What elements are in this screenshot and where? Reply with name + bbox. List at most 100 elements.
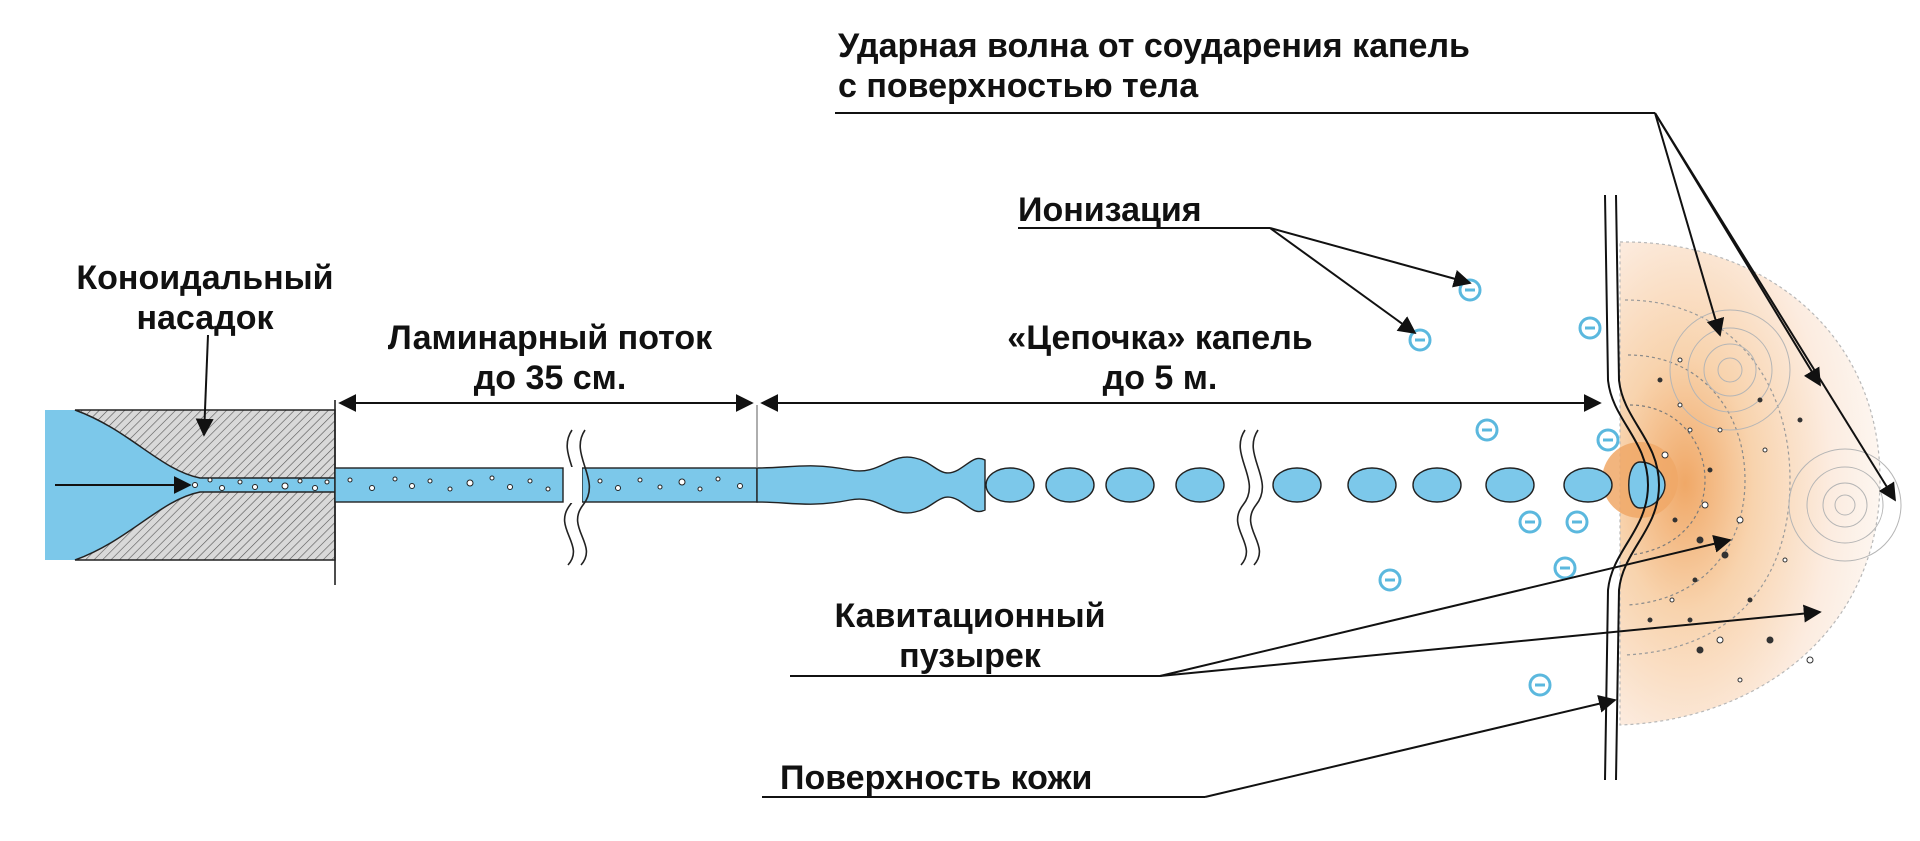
cavitation-bubble	[1716, 636, 1724, 644]
bubble	[267, 477, 273, 483]
cavitation-bubble	[1701, 501, 1709, 509]
cavitation-leader-1	[1159, 535, 1732, 677]
shock-wave-ring-3	[1624, 299, 1791, 656]
stream-bubbles	[192, 475, 743, 492]
bubble	[545, 486, 551, 492]
shockwave-label-line-2: с поверхностью тела	[838, 67, 1199, 105]
cavitation-bubbles-field	[1647, 357, 1814, 683]
bubble	[312, 485, 318, 491]
laminar-label-line-2: до 35 см.	[473, 359, 627, 397]
secondary-shock-lower	[1788, 448, 1902, 562]
secondary-shock-upper	[1669, 309, 1791, 431]
laminar-label-line-1: Ламинарный поток	[387, 319, 713, 357]
bubble	[252, 484, 258, 490]
cavitation-bubble	[1707, 467, 1713, 473]
ionization-label: Ионизация	[1018, 191, 1202, 229]
cavitation-bubble	[1717, 427, 1723, 433]
bubble	[207, 477, 213, 483]
bubble	[219, 485, 225, 491]
cavitation-label: Кавитационный пузырек	[790, 596, 1150, 676]
skin-surface-line-1	[1604, 194, 1650, 781]
cavitation-bubble	[1737, 677, 1743, 683]
bubble	[281, 482, 289, 490]
bubble	[192, 482, 198, 488]
bubble	[409, 483, 415, 489]
bubble	[615, 485, 621, 491]
droplet	[1347, 467, 1397, 503]
bubble	[657, 484, 663, 490]
laminar-break-gap	[566, 467, 582, 503]
skin-surface-line-2	[1615, 194, 1661, 781]
shock-wave-ring-1	[1629, 404, 1706, 556]
cavitation-bubble	[1766, 636, 1774, 644]
nozzle-leader	[195, 334, 214, 437]
cavitation-label-line-1: Кавитационный	[834, 597, 1106, 635]
cavitation-bubble	[1692, 577, 1698, 583]
bubble	[369, 485, 375, 491]
bubble	[297, 478, 303, 484]
bubble	[466, 479, 474, 487]
cavitation-bubble	[1672, 517, 1678, 523]
laminar-stream-2	[581, 467, 758, 503]
bubble	[237, 479, 243, 485]
droplet	[1045, 467, 1095, 503]
cavitation-bubble	[1762, 447, 1768, 453]
laminar-label: Ламинарный поток до 35 см.	[330, 318, 770, 398]
cavitation-bubble	[1669, 597, 1675, 603]
minus-circle-icon	[1475, 418, 1499, 442]
laminar-stream-1	[334, 467, 564, 503]
bubble	[427, 478, 433, 484]
bubble	[527, 478, 533, 484]
shock-wave-region	[1602, 241, 1902, 726]
bubble	[347, 477, 353, 483]
cavitation-bubble	[1687, 427, 1693, 433]
minus-circle-icon	[1596, 428, 1620, 452]
chain-label: «Цепочка» капель до 5 м.	[900, 318, 1420, 398]
cavitation-leader-2	[1159, 604, 1822, 677]
laminar-break-icon	[563, 429, 591, 566]
stream-necking	[756, 456, 986, 514]
cavitation-bubble	[1736, 516, 1744, 524]
bubble	[637, 477, 643, 483]
bubble	[507, 484, 513, 490]
droplet	[1105, 467, 1155, 503]
minus-circle-icon	[1553, 556, 1577, 580]
droplet	[1485, 467, 1535, 503]
bubble	[447, 486, 453, 492]
nozzle-label-line-1: Коноидальный	[76, 259, 334, 297]
ionization-leader-2	[1269, 227, 1417, 335]
shockwave-label-line-1: Ударная волна от соударения капель	[838, 27, 1470, 65]
bubble	[392, 476, 398, 482]
cavitation-bubble	[1757, 397, 1763, 403]
chain-label-line-2: до 5 м.	[1102, 359, 1218, 397]
droplet	[985, 467, 1035, 503]
cavitation-bubble	[1747, 597, 1753, 603]
cavitation-bubble	[1647, 617, 1653, 623]
bubble	[597, 478, 603, 484]
cavitation-bubble	[1661, 451, 1669, 459]
cavitation-bubble	[1696, 536, 1704, 544]
cavitation-bubble	[1687, 617, 1693, 623]
nozzle-label: Коноидальный насадок	[40, 258, 370, 338]
shockwave-leader-3	[1654, 112, 1896, 502]
cavitation-bubble	[1696, 646, 1704, 654]
ions-group	[1378, 278, 1620, 697]
cavitation-label-line-2: пузырек	[899, 637, 1041, 675]
minus-circle-icon	[1528, 673, 1552, 697]
nozzle-body-lower	[74, 491, 336, 561]
minus-circle-icon	[1378, 568, 1402, 592]
bubble	[489, 475, 495, 481]
droplet-chain	[985, 461, 1666, 509]
cavitation-bubble	[1806, 656, 1814, 664]
nozzle-body-upper	[74, 409, 336, 479]
bubble	[678, 478, 686, 486]
minus-circle-icon	[1578, 316, 1602, 340]
droplet	[1272, 467, 1322, 503]
droplet	[1412, 467, 1462, 503]
ionization-leader-1	[1269, 227, 1472, 288]
chain-break-icon	[1236, 429, 1264, 566]
skin-leader	[1204, 694, 1617, 798]
cavitation-bubble	[1782, 557, 1788, 563]
